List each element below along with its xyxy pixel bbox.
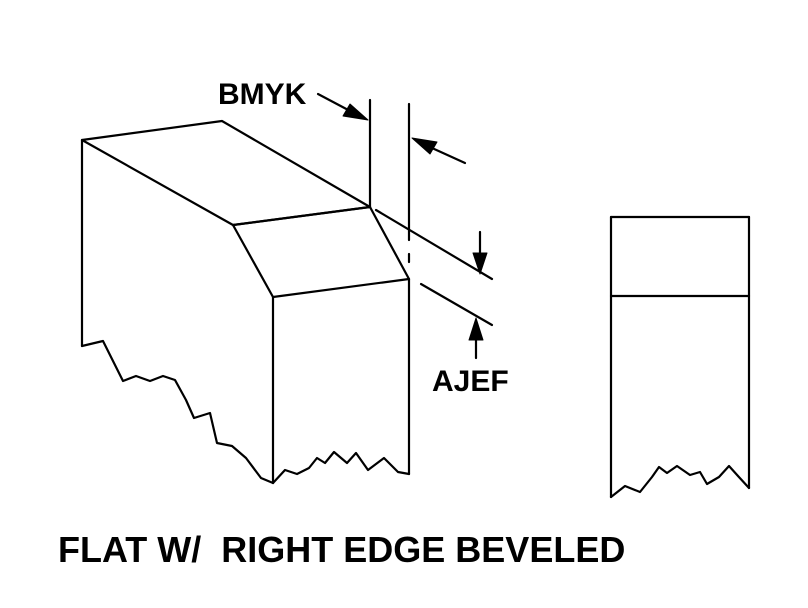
bmyk-leader-right — [430, 146, 467, 165]
ajef-extension-top — [374, 208, 494, 281]
top-face — [80, 119, 372, 227]
dimension-ajef — [374, 208, 494, 360]
ajef-label: AJEF — [432, 365, 509, 398]
bmyk-label: BMYK — [218, 78, 307, 111]
ajef-extension-bottom — [419, 282, 494, 327]
front-break-line — [271, 450, 411, 485]
ajef-arrowhead-bottom — [468, 317, 484, 341]
bmyk-arrowhead-left — [342, 103, 369, 121]
bevel-face — [231, 205, 411, 299]
diagram-caption: FLAT W/ RIGHT EDGE BEVELED — [58, 529, 625, 570]
bmyk-leader-left — [316, 92, 354, 114]
dimension-bmyk — [316, 92, 467, 264]
ajef-arrowhead-top — [472, 252, 488, 275]
bmyk-arrowhead-right — [411, 137, 438, 155]
isometric-view — [80, 119, 411, 485]
end-view — [609, 215, 751, 499]
end-view-break-line — [609, 464, 751, 499]
side-break-line — [80, 339, 275, 485]
